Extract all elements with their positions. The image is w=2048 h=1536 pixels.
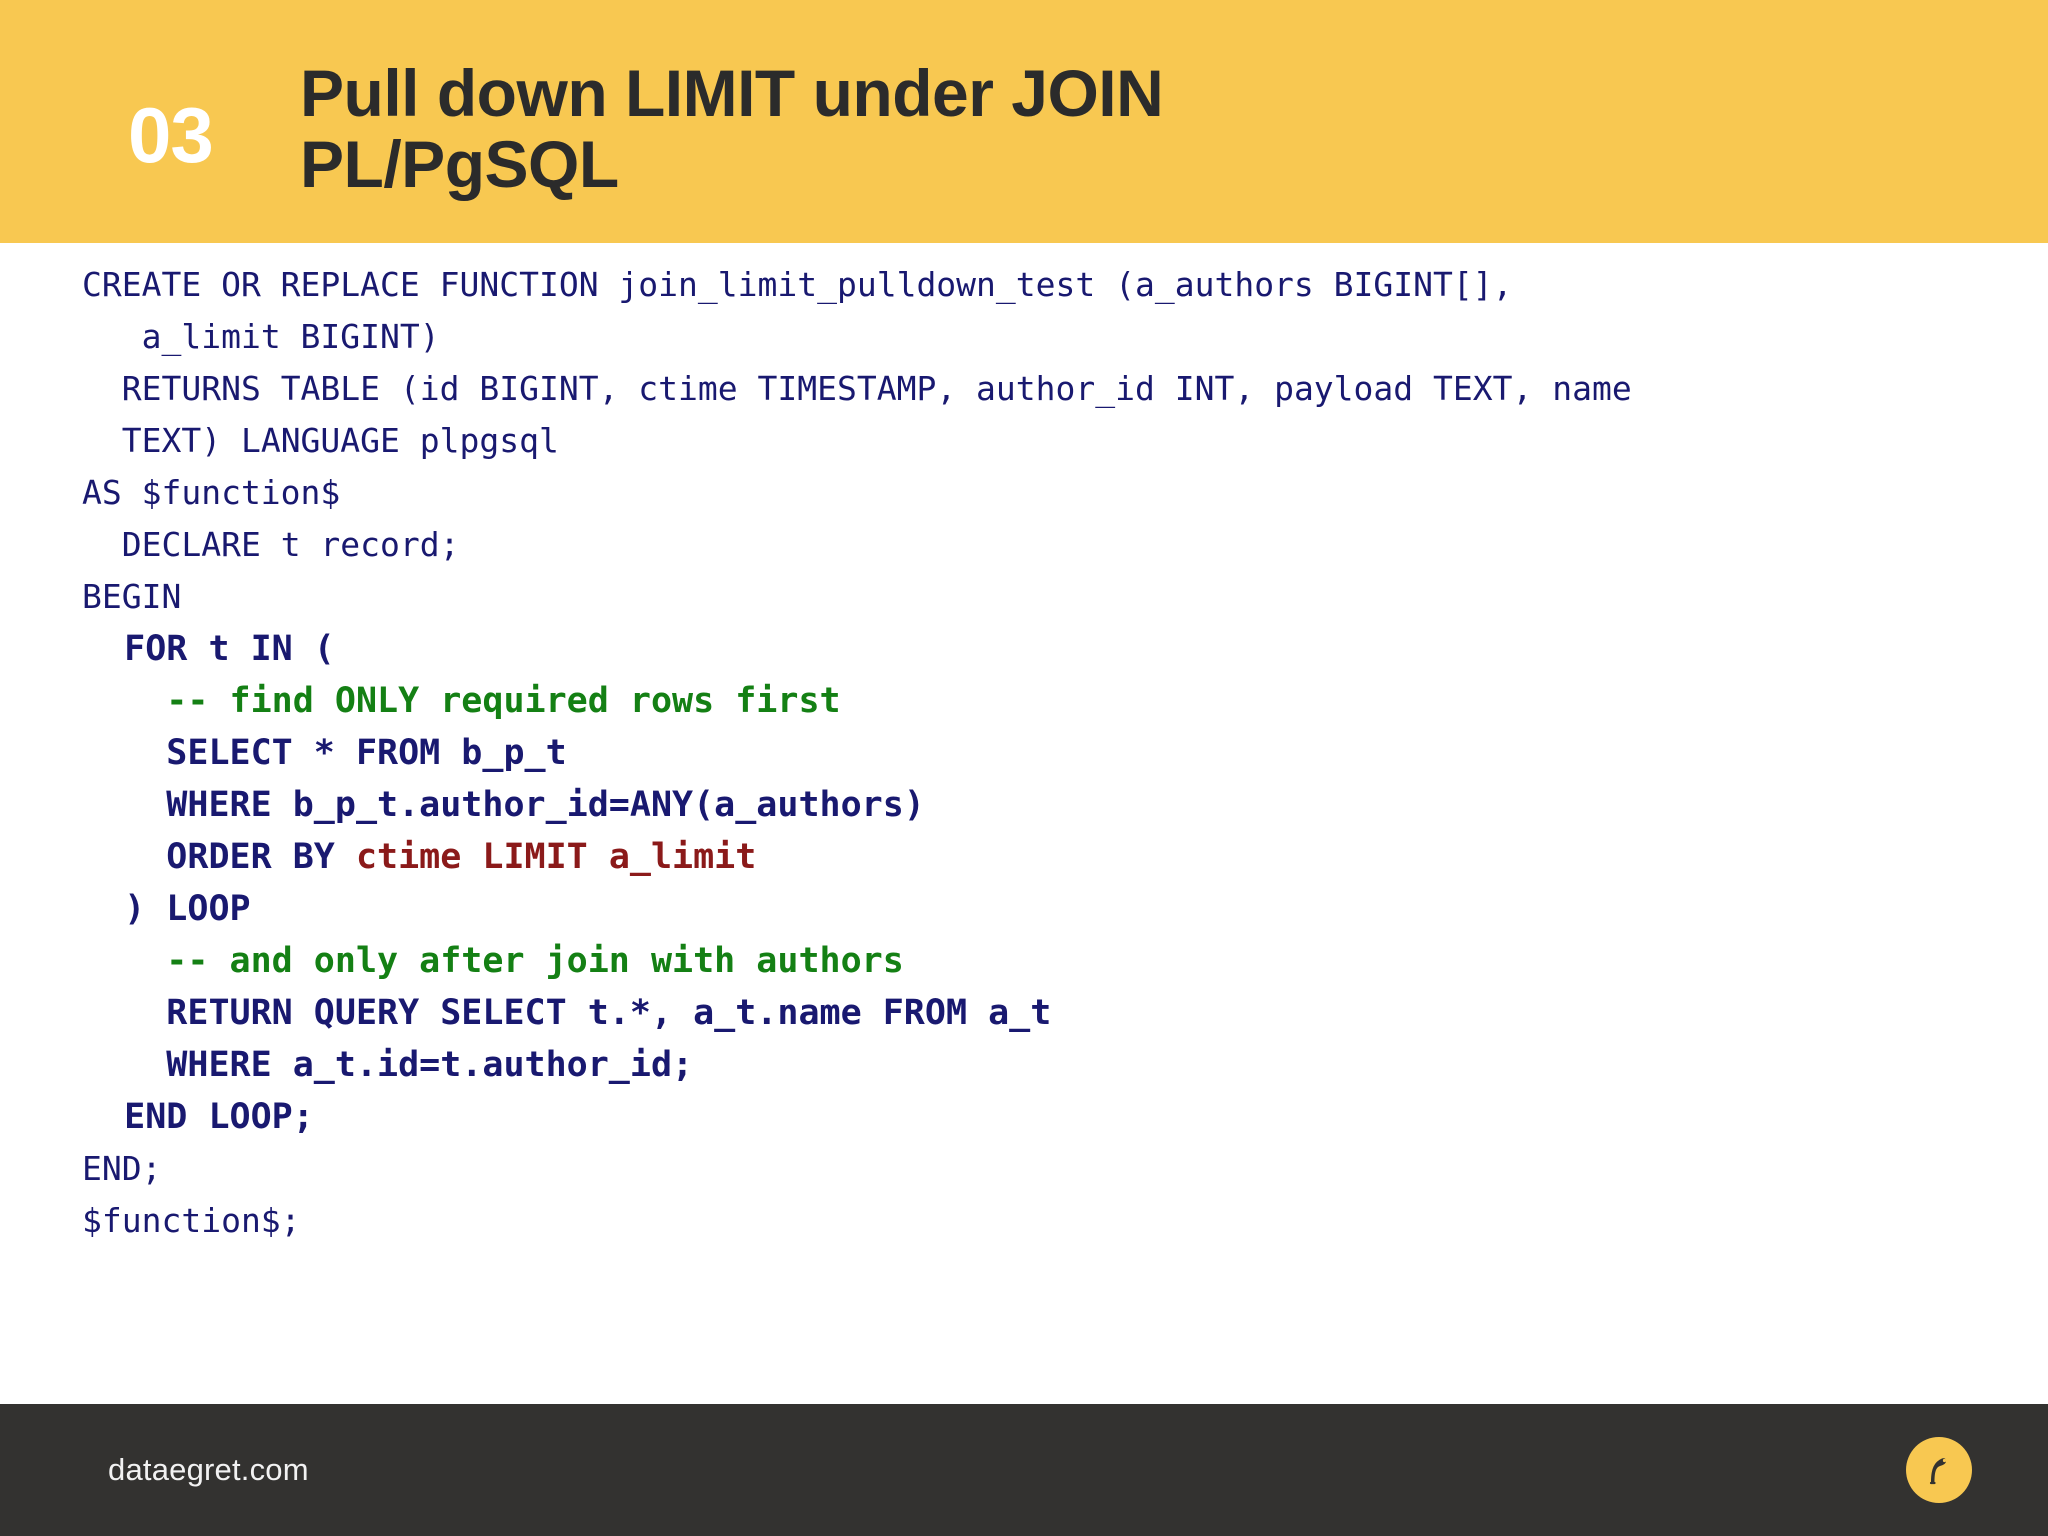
code-line: AS $function$ (82, 473, 341, 512)
page-title: Pull down LIMIT under JOIN PL/PgSQL (300, 56, 1164, 202)
egret-bird-icon (1929, 1458, 1947, 1485)
code-line: BEGIN (82, 577, 182, 616)
code-line: TEXT) LANGUAGE plpgsql (82, 421, 559, 460)
dataegret-logo (1906, 1437, 1972, 1503)
code-line: ) LOOP (82, 889, 251, 929)
slide-footer: dataegret.com (0, 1404, 2048, 1536)
code-line: WHERE b_p_t.author_id=ANY(a_authors) (82, 785, 925, 825)
code-line: $function$; (82, 1201, 301, 1240)
code-line: ORDER BY ctime LIMIT a_limit (82, 837, 757, 877)
code-line: -- find ONLY required rows first (82, 681, 841, 721)
section-number: 03 (128, 91, 214, 179)
code-line: RETURNS TABLE (id BIGINT, ctime TIMESTAM… (82, 369, 1632, 408)
slide-header: 03 Pull down LIMIT under JOIN PL/PgSQL (0, 0, 2048, 243)
code-line: CREATE OR REPLACE FUNCTION join_limit_pu… (82, 265, 1513, 304)
code-line: SELECT * FROM b_p_t (82, 733, 567, 773)
code-line: END; (82, 1149, 162, 1188)
code-listing: CREATE OR REPLACE FUNCTION join_limit_pu… (82, 259, 2008, 1247)
code-token-limit-clause: ctime LIMIT a_limit (355, 837, 757, 877)
code-line: END LOOP; (82, 1097, 314, 1137)
code-line: WHERE a_t.id=t.author_id; (82, 1045, 694, 1085)
code-line: DECLARE t record; (82, 525, 460, 564)
footer-website-url: dataegret.com (108, 1452, 309, 1487)
code-line: FOR t IN ( (82, 629, 335, 669)
code-body: CREATE OR REPLACE FUNCTION join_limit_pu… (0, 243, 2048, 1404)
code-line: a_limit BIGINT) (82, 317, 440, 356)
code-line: RETURN QUERY SELECT t.*, a_t.name FROM a… (82, 993, 1052, 1033)
code-line: -- and only after join with authors (82, 941, 904, 981)
